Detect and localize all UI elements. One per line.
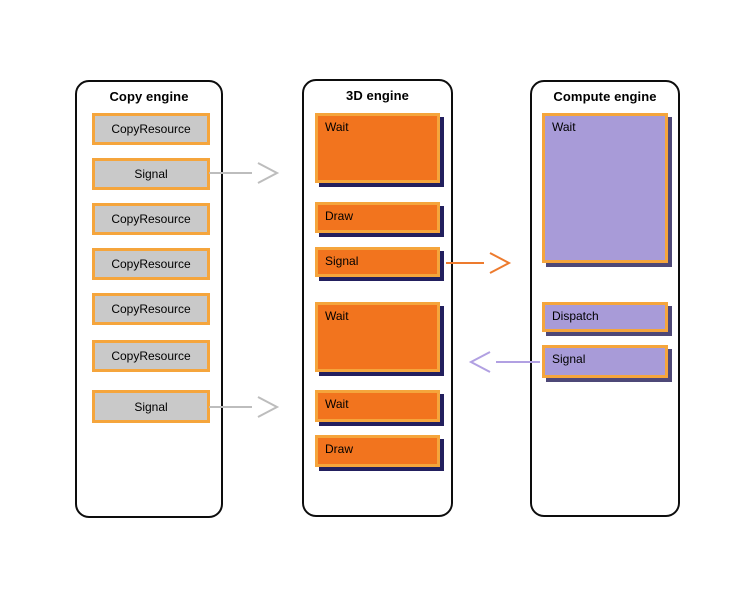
box-compute-signal: Signal: [542, 345, 668, 378]
box-copyresource-4: CopyResource: [92, 293, 210, 325]
copy-engine-container: Copy engine CopyResource Signal CopyReso…: [75, 80, 223, 518]
box-3d-wait-2: Wait: [315, 302, 440, 372]
3d-signal-to-compute-arrow: [446, 252, 512, 274]
box-copy-signal-2: Signal: [92, 390, 210, 423]
box-copyresource-3: CopyResource: [92, 248, 210, 280]
3d-engine-title: 3D engine: [345, 88, 410, 103]
left-chevron-arrowhead-icon: [468, 351, 491, 373]
3d-engine-container: 3D engine Wait Draw Signal Wait Wait Dra…: [302, 79, 453, 517]
box-3d-draw-1: Draw: [315, 202, 440, 233]
compute-engine-title: Compute engine: [553, 89, 657, 104]
box-3d-wait-3: Wait: [315, 390, 440, 422]
box-compute-wait: Wait: [542, 113, 668, 263]
box-copyresource-2: CopyResource: [92, 203, 210, 235]
box-3d-draw-2: Draw: [315, 435, 440, 467]
box-3d-wait-1: Wait: [315, 113, 440, 183]
box-3d-signal: Signal: [315, 247, 440, 277]
compute-engine-container: Compute engine Wait Dispatch Signal: [530, 80, 680, 517]
box-compute-dispatch: Dispatch: [542, 302, 668, 332]
right-chevron-arrowhead-icon: [257, 396, 280, 418]
right-chevron-arrowhead-icon: [257, 162, 280, 184]
box-copyresource-5: CopyResource: [92, 340, 210, 372]
box-copyresource-1: CopyResource: [92, 113, 210, 145]
box-copy-signal-1: Signal: [92, 158, 210, 190]
right-chevron-arrowhead-icon: [489, 252, 512, 274]
copy-engine-title: Copy engine: [109, 89, 189, 104]
